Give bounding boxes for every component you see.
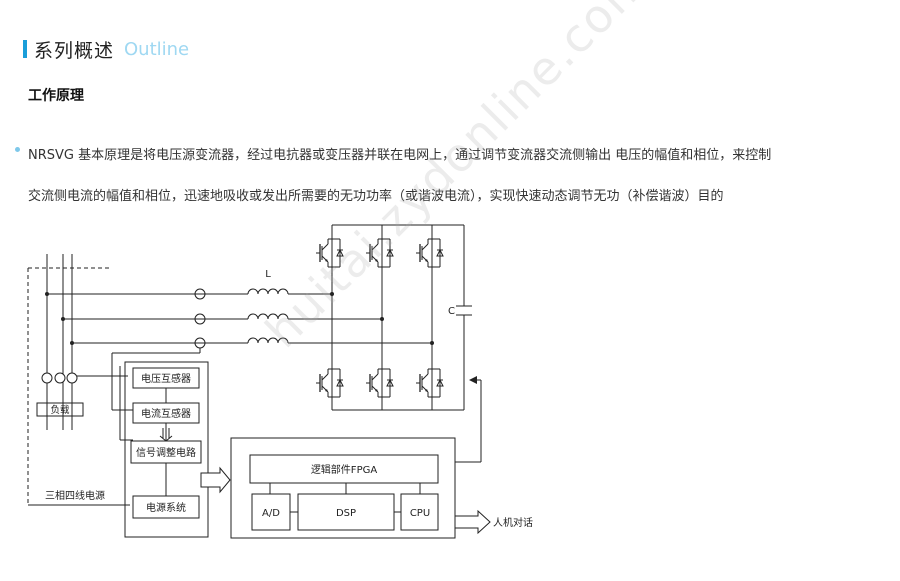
igbt-lower-3 — [415, 368, 444, 398]
power-system-label: 电源系统 — [146, 501, 186, 514]
section-title-english: Outline — [124, 38, 190, 60]
cpu-label: CPU — [410, 508, 430, 519]
principle-text-line-2: 交流侧电流的幅值和相位，迅速地吸收或发出所需要的无功功率（或谐波电流），实现快速… — [28, 189, 724, 204]
principle-text-line-1: NRSVG 基本原理是将电压源变流器，经过电抗器或变压器并联在电网上，通过调节变… — [28, 148, 772, 163]
igbt-upper-3 — [415, 238, 444, 268]
voltage-transformer-label: 电压互感器 — [141, 372, 191, 385]
current-transformer-label: 电流互感器 — [141, 407, 191, 420]
fpga-label: 逻辑部件FPGA — [311, 463, 378, 476]
igbt-upper-1 — [315, 238, 344, 268]
load-label: 负载 — [50, 404, 70, 416]
ad-label: A/D — [262, 508, 280, 519]
dsp-label: DSP — [336, 508, 356, 519]
igbt-upper-2 — [365, 238, 394, 268]
capacitor-label: C — [448, 306, 455, 317]
grid-label: 三相四线电源 — [45, 489, 105, 502]
accent-bar — [23, 40, 27, 58]
bullet-dot — [15, 147, 20, 152]
inductor-label: L — [265, 269, 271, 280]
igbt-lower-2 — [365, 368, 394, 398]
igbt-lower-1 — [315, 368, 344, 398]
section-title: 系列概述 — [34, 39, 115, 62]
hmi-label: 人机对话 — [493, 516, 533, 529]
signal-conditioning-label: 信号调整电路 — [136, 446, 196, 459]
working-principle-heading: 工作原理 — [28, 88, 84, 104]
section-header: 系列概述 Outline — [23, 36, 189, 62]
